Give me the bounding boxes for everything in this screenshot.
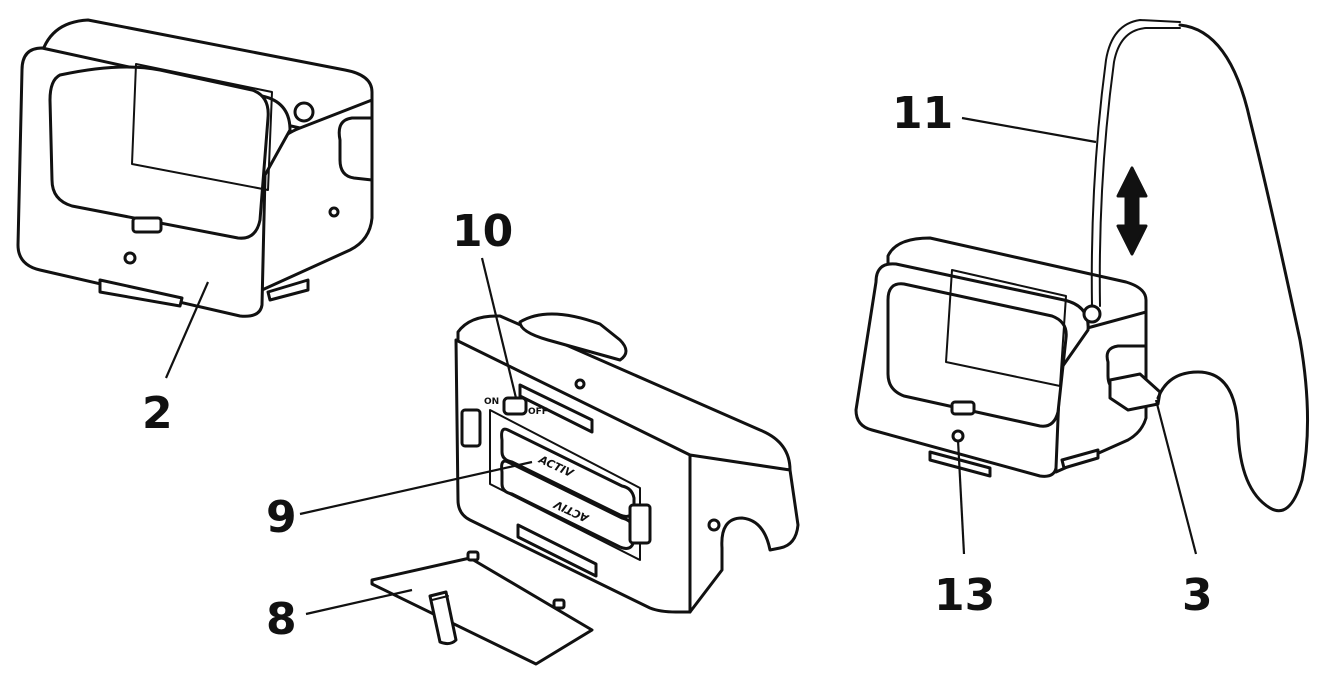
label-9: 9 [266,492,297,543]
leader-8 [305,588,413,616]
label-11: 11 [892,88,953,139]
leader-9 [299,460,533,516]
leader-11 [961,116,1097,144]
callout-labels: 2 10 9 8 11 13 3 [142,88,1213,645]
label-3: 3 [1182,570,1213,621]
label-13: 13 [934,570,995,621]
leader-2 [164,281,210,379]
label-8: 8 [266,594,297,645]
charging-base-front [16,18,374,318]
label-2: 2 [142,388,173,439]
charging-base-with-cable [854,19,1309,513]
switch-off-text: OFF [528,407,548,417]
leader-10 [480,257,518,399]
switch-on-text: ON [484,397,499,407]
charging-base-rear: ACTIV ACTIV ON OFF [454,312,800,614]
leader-13 [956,439,966,555]
label-10: 10 [452,206,513,257]
battery-cover [370,550,594,666]
leader-lines [164,116,1198,616]
leader-3 [1154,399,1198,555]
